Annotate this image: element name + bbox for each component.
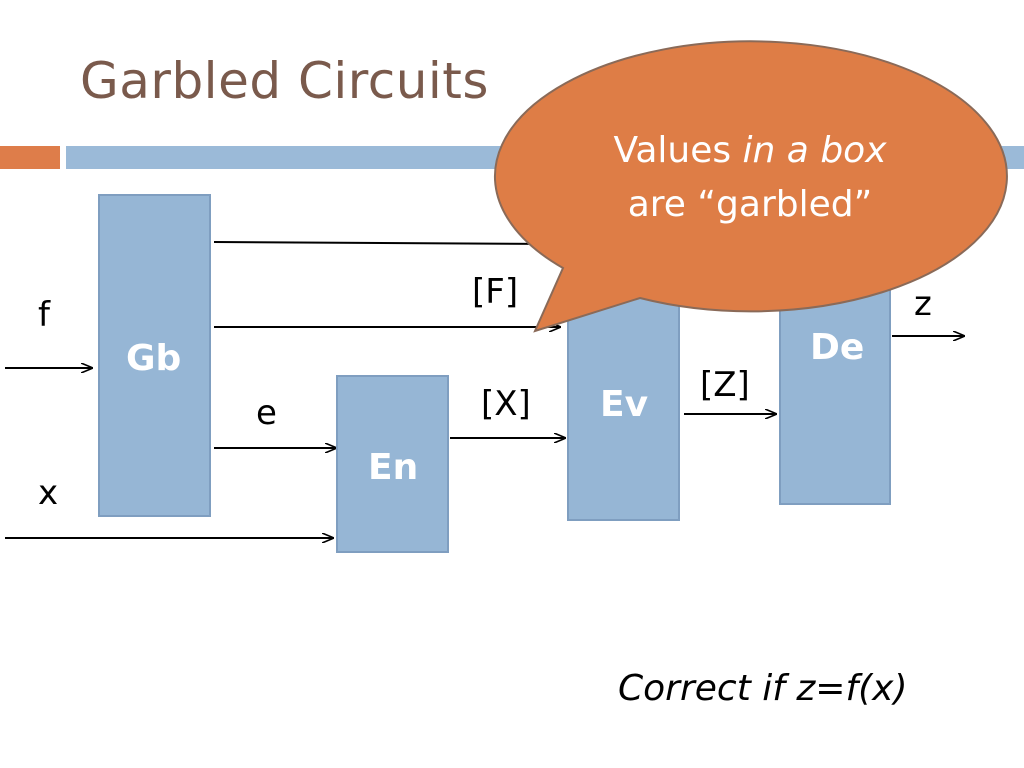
- encode-block: [336, 375, 449, 553]
- label-garbled-F: [F]: [472, 272, 519, 312]
- label-x: x: [38, 473, 59, 513]
- correctness-condition: Correct if z=f(x): [618, 668, 908, 709]
- callout-line2: are “garbled”: [627, 184, 873, 225]
- slide-title: Garbled Circuits: [80, 52, 489, 110]
- evaluate-block-label: Ev: [600, 384, 649, 425]
- label-e: e: [256, 393, 277, 433]
- decode-block: [779, 282, 891, 505]
- title-accent-bar-orange: [0, 146, 60, 169]
- callout-text: Values in a box are “garbled”: [560, 124, 940, 232]
- evaluate-block: [567, 282, 680, 521]
- label-garbled-Z: [Z]: [700, 365, 750, 405]
- encode-block-label: En: [368, 447, 419, 488]
- callout-line1-prefix: Values: [613, 130, 743, 171]
- garble-block-label: Gb: [126, 338, 182, 379]
- decode-block-label: De: [810, 327, 865, 368]
- garble-block: [98, 194, 211, 517]
- label-f: f: [38, 295, 50, 335]
- wire-gb-top: [213, 241, 561, 245]
- label-z: z: [914, 284, 932, 324]
- callout-line1-italic: in a box: [742, 130, 887, 171]
- label-garbled-X: [X]: [481, 384, 531, 424]
